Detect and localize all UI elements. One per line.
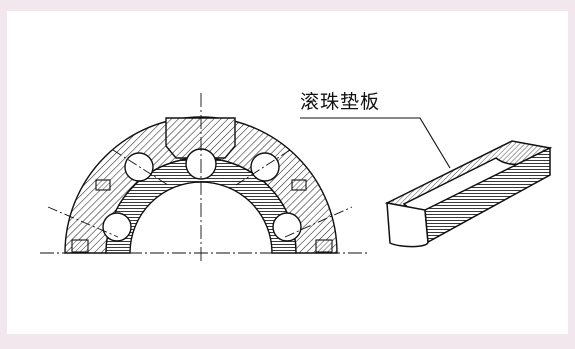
ball-pad-plate-isometric: [384, 140, 553, 248]
ball-pad-plate: [165, 117, 236, 159]
bearing-section: [64, 116, 338, 254]
callout-label: 滚珠垫板: [300, 91, 381, 113]
ball-lower-right: [272, 212, 302, 242]
balls: [102, 148, 302, 242]
ball-upper-right: [250, 152, 280, 182]
plate-front-face: [386, 202, 429, 248]
plate-side-face: [424, 146, 551, 244]
center-lines: [40, 93, 370, 262]
callout-leader: [300, 117, 451, 169]
cage-blocks: [71, 179, 333, 253]
